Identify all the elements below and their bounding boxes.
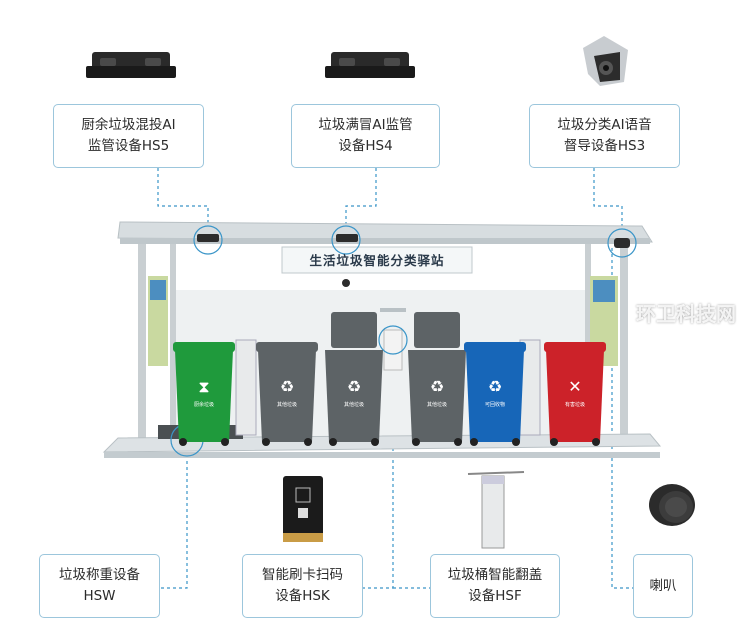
bin-4: ♻ 可回收物 — [464, 342, 526, 446]
hsw-label-line2: HSW — [59, 586, 140, 607]
hsk-card-reader-device — [283, 476, 323, 542]
hsf-lid-device — [468, 472, 524, 548]
recycle-icon: ♻ — [430, 377, 444, 396]
bin-label: 有害垃圾 — [565, 401, 585, 408]
watermark: 环卫科技网 — [636, 298, 736, 327]
bin-2: ♻ 其他垃圾 — [325, 312, 383, 446]
hs3-label: 垃圾分类AI语音督导设备HS3 — [529, 104, 680, 168]
bin-lid — [414, 312, 460, 348]
hs4-label: 垃圾满冒AI监管设备HS4 — [291, 104, 440, 168]
station-title: 生活垃圾智能分类驿站 — [282, 250, 472, 269]
hs5-label-line2: 监管设备HS5 — [81, 136, 175, 157]
bin-label: 可回收物 — [485, 401, 505, 408]
bin-lid — [331, 312, 377, 348]
bin-body — [408, 350, 466, 442]
hsf-label-line2: 设备HSF — [448, 586, 543, 607]
hs3-label-line2: 督导设备HS3 — [557, 136, 651, 157]
hs3-voice-device — [583, 36, 628, 86]
bin-label: 其他垃圾 — [427, 401, 447, 408]
bin-wheel — [179, 438, 187, 446]
bin-label: 其他垃圾 — [277, 401, 297, 408]
bin-wheel — [550, 438, 558, 446]
bin-wheel — [454, 438, 462, 446]
bin-body — [325, 350, 383, 442]
speaker-label-text: 喇叭 — [650, 576, 677, 597]
recycle-icon: ♻ — [280, 377, 294, 396]
bin-wheel — [470, 438, 478, 446]
bin-0: ⧗ 厨余垃圾 — [173, 342, 235, 446]
hs5-camera-device — [86, 52, 176, 78]
bin-label: 厨余垃圾 — [194, 401, 214, 408]
bin-wheel — [221, 438, 229, 446]
bin-wheel — [412, 438, 420, 446]
bin-wheel — [592, 438, 600, 446]
hsk-label-line2: 设备HSK — [262, 586, 343, 607]
recycle-icon: ♻ — [488, 377, 502, 396]
hsw-label-line1: 垃圾称重设备 — [59, 565, 140, 586]
hsf-label: 垃圾桶智能翻盖设备HSF — [430, 554, 560, 618]
bin-wheel — [304, 438, 312, 446]
hs4-camera-device — [325, 52, 415, 78]
hsf-label-line1: 垃圾桶智能翻盖 — [448, 565, 543, 586]
speaker-device — [649, 484, 695, 526]
recycle-icon: ♻ — [347, 377, 361, 396]
bin-wheel — [329, 438, 337, 446]
hs4-label-line2: 设备HS4 — [318, 136, 412, 157]
bin-wheel — [371, 438, 379, 446]
hs5-label-line1: 厨余垃圾混投AI — [81, 115, 175, 136]
bin-body — [258, 350, 316, 442]
bin-1: ♻ 其他垃圾 — [256, 342, 318, 446]
bin-body — [546, 350, 604, 442]
bin-label: 其他垃圾 — [344, 401, 364, 408]
bin-body — [175, 350, 233, 442]
bin-3: ♻ 其他垃圾 — [408, 312, 466, 446]
bin-body — [466, 350, 524, 442]
bin-wheel — [512, 438, 520, 446]
hs3-label-line1: 垃圾分类AI语音 — [557, 115, 651, 136]
bin-wheel — [262, 438, 270, 446]
cross-icon: ✕ — [568, 377, 581, 396]
speaker-label: 喇叭 — [633, 554, 693, 618]
hs4-label-line1: 垃圾满冒AI监管 — [318, 115, 412, 136]
hsk-label: 智能刷卡扫码设备HSK — [242, 554, 363, 618]
hsk-label-line1: 智能刷卡扫码 — [262, 565, 343, 586]
hourglass-icon: ⧗ — [198, 377, 209, 396]
bin-5: ✕ 有害垃圾 — [544, 342, 606, 446]
